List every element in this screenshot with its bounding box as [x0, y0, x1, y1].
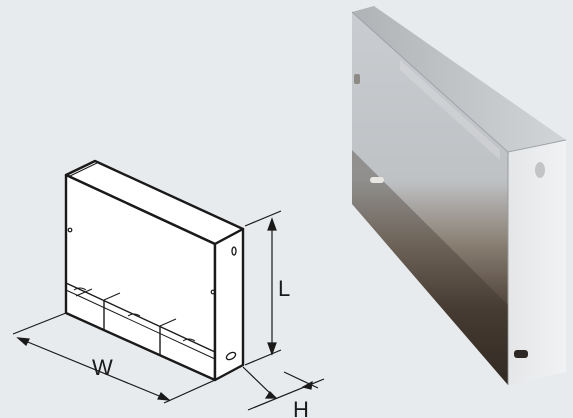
label-h: H — [293, 397, 309, 418]
mounting-hole — [67, 227, 73, 233]
side-slot — [231, 246, 237, 256]
photo-side-hole — [535, 162, 545, 178]
side-slot — [225, 351, 237, 361]
photo-front-face — [352, 12, 508, 385]
photo-knob — [354, 74, 360, 84]
photo-side-face — [508, 140, 566, 385]
line-drawing-box — [64, 159, 245, 382]
compartment-line — [65, 282, 216, 353]
dimension-w — [12, 312, 216, 404]
dimension-h — [242, 366, 325, 411]
label-w: W — [92, 355, 113, 380]
product-photo — [351, 6, 567, 385]
mounting-hole — [210, 289, 216, 295]
label-l: L — [278, 276, 290, 301]
photo-top-face — [352, 6, 566, 152]
photo-side-slot — [514, 350, 528, 358]
dimension-l — [244, 210, 282, 366]
box-side-face — [213, 227, 245, 382]
